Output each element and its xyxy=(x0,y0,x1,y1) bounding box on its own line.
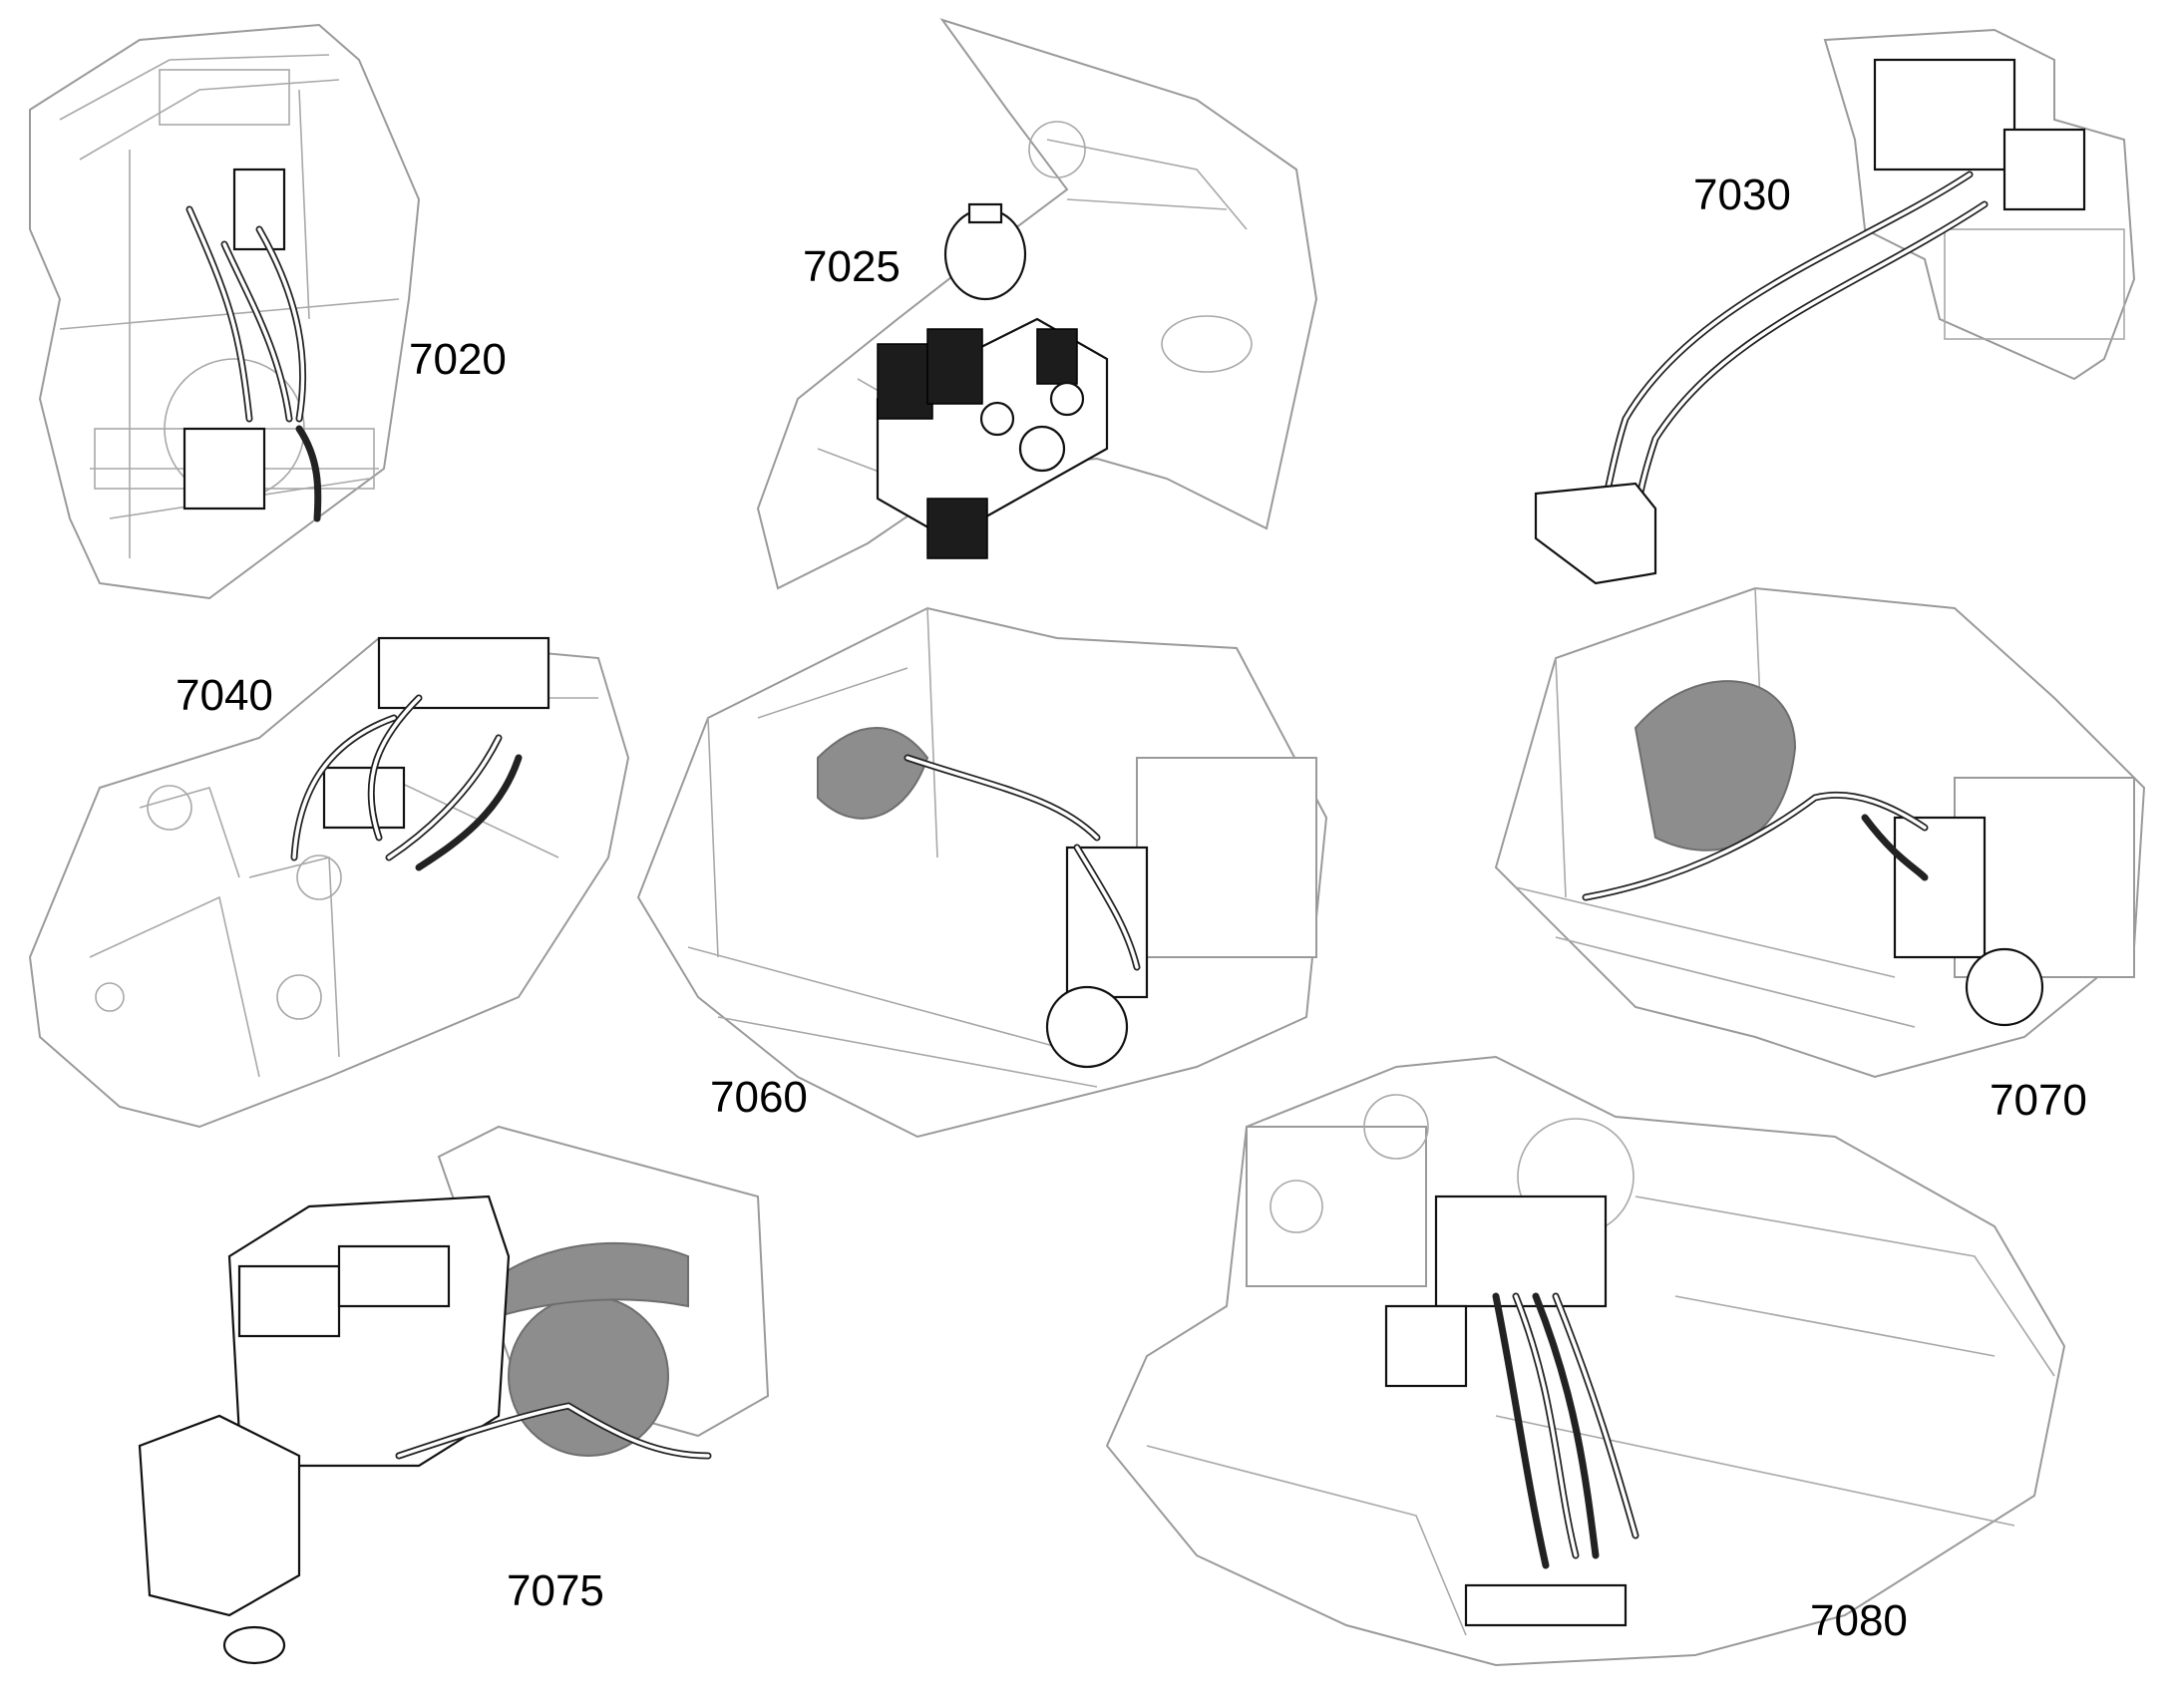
label-7080: 7080 xyxy=(1810,1596,1908,1645)
assembly-7030[interactable]: 7030 xyxy=(1534,28,2136,585)
label-7025: 7025 xyxy=(803,242,901,291)
label-7060: 7060 xyxy=(710,1073,808,1122)
assembly-7025[interactable]: 7025 xyxy=(756,18,1318,590)
label-7030: 7030 xyxy=(1693,171,1791,219)
assembly-7060[interactable]: 7060 xyxy=(636,606,1328,1139)
assembly-7080[interactable]: 7080 xyxy=(1105,1055,2066,1667)
assembly-7070[interactable]: 7070 xyxy=(1494,586,2146,1125)
label-7020: 7020 xyxy=(409,335,507,384)
label-7040: 7040 xyxy=(176,671,273,720)
label-7075: 7075 xyxy=(507,1566,604,1615)
label-7070: 7070 xyxy=(1990,1076,2087,1125)
assembly-7020[interactable]: 7020 xyxy=(29,23,507,600)
assembly-7075[interactable]: 7075 xyxy=(138,1125,770,1665)
assembly-7040[interactable]: 7040 xyxy=(28,636,630,1129)
